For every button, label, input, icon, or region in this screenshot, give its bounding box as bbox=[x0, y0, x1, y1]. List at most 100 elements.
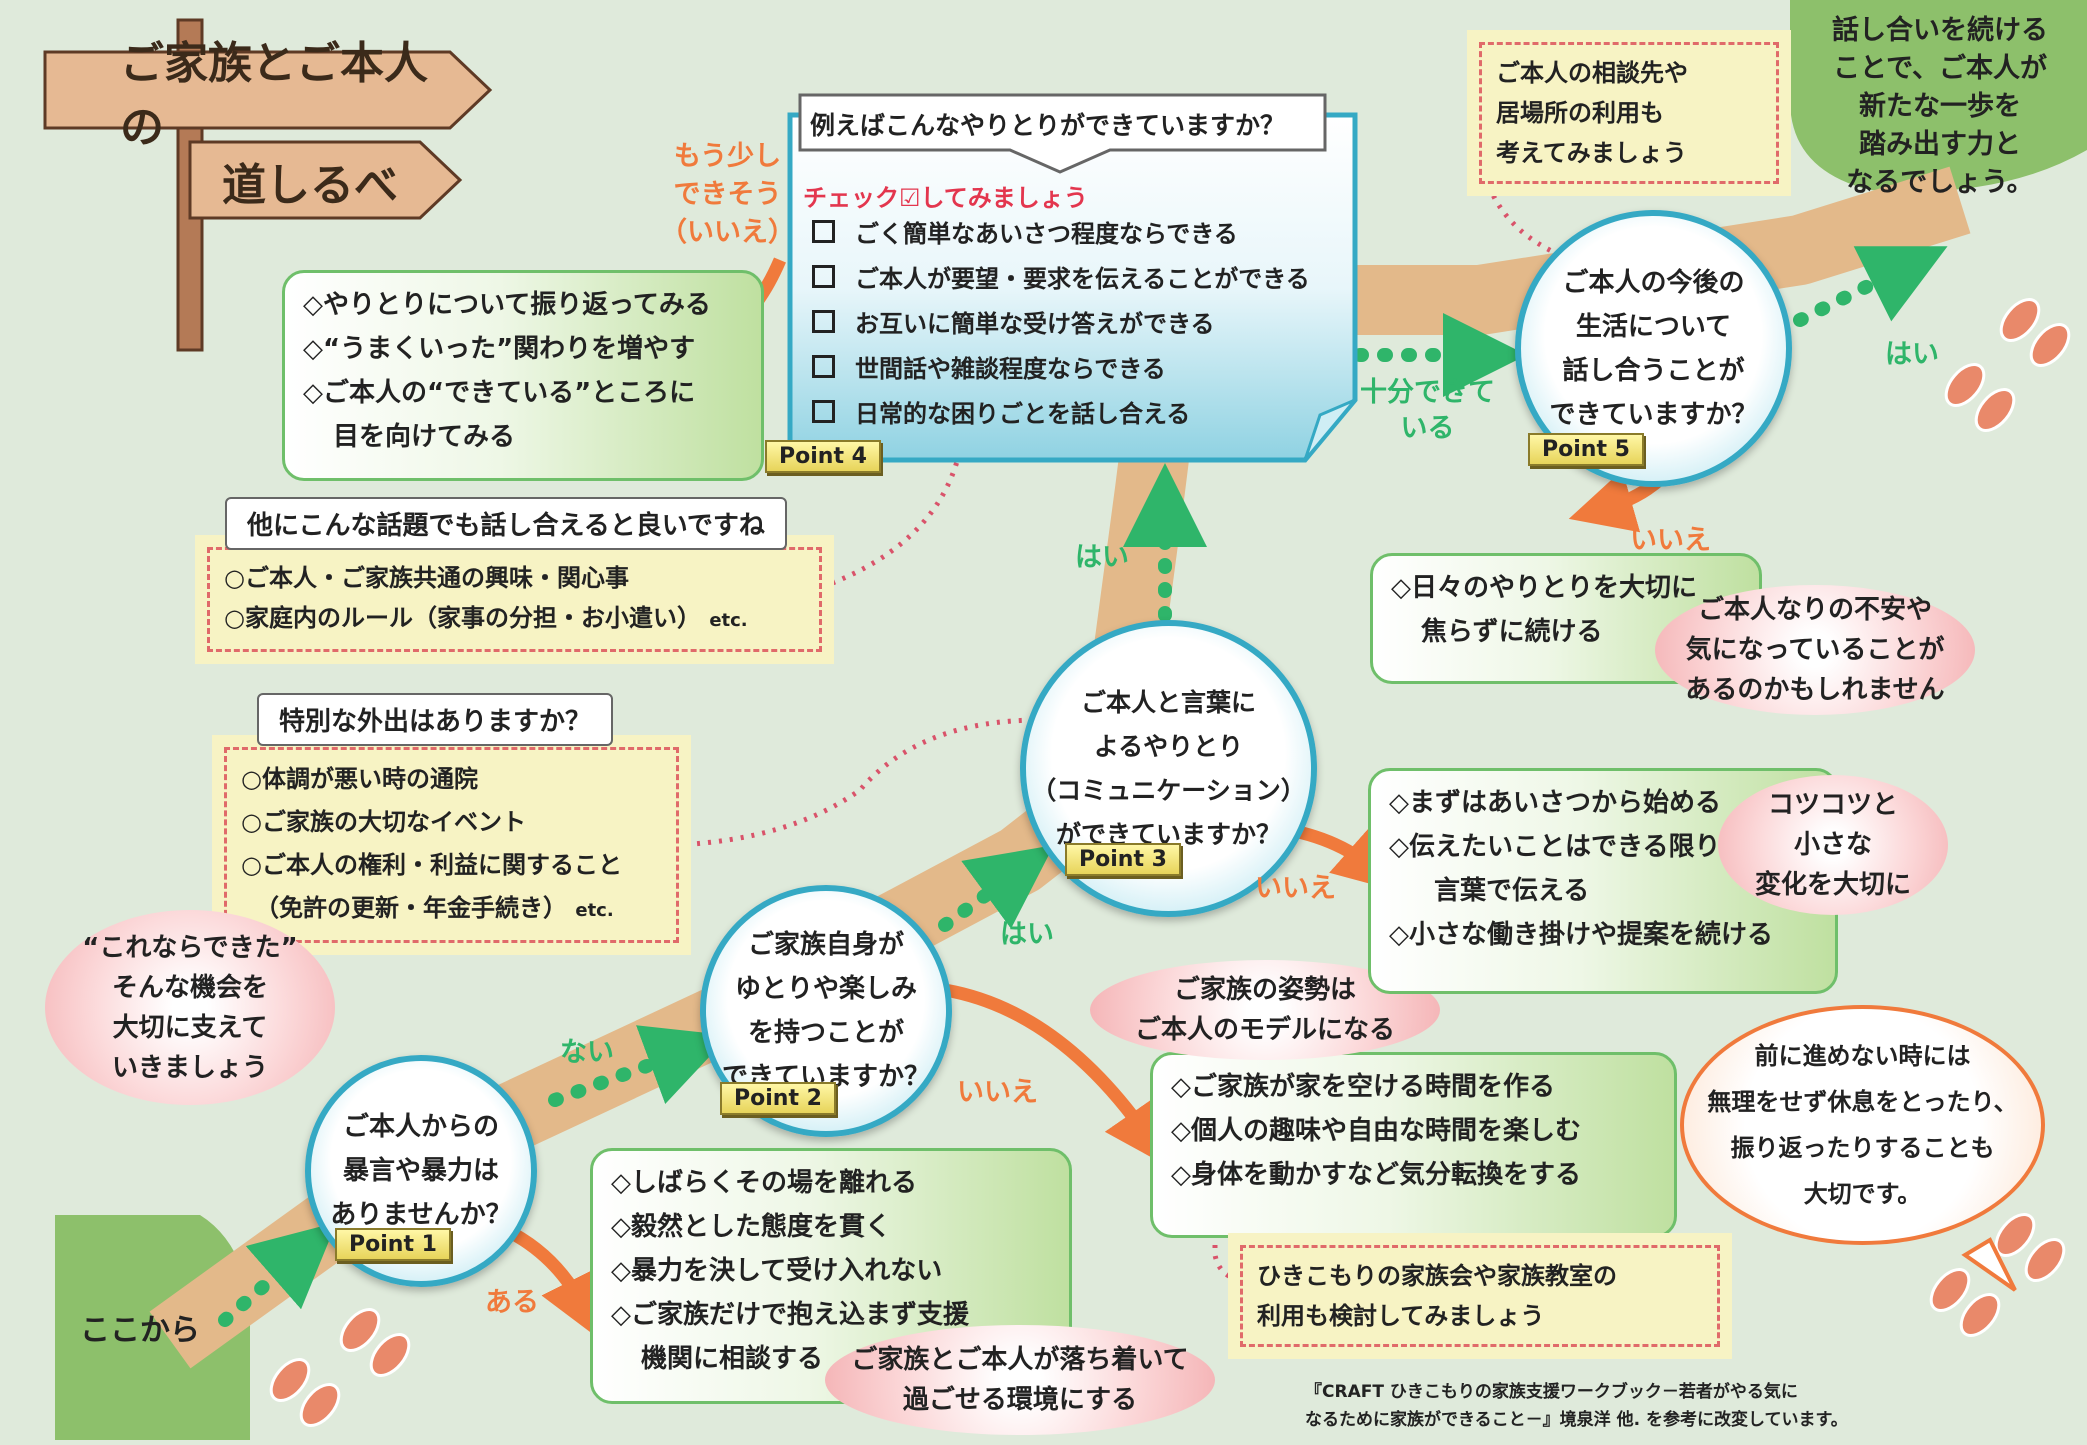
bubble-line: 大切です。 bbox=[1803, 1180, 1922, 1208]
checklist-item[interactable]: 日常的な困りごとを話し合える bbox=[812, 392, 1310, 437]
tip-line: ご本人なりの不安や bbox=[1697, 595, 1932, 625]
note-line: 考えてみましょう bbox=[1496, 139, 1687, 167]
arrow-hai-2 bbox=[938, 845, 1054, 932]
topic-etc: etc. bbox=[709, 610, 748, 631]
label-more-line: （いいえ） bbox=[660, 217, 795, 248]
outings-box: ○体調が悪い時の通院 ○ご家族の大切なイベント ○ご本人の権利・利益に関すること… bbox=[212, 735, 691, 955]
outing-item: （免許の更新・年金手続き） etc. bbox=[241, 887, 662, 932]
grass-top-right bbox=[1790, 0, 2087, 192]
checklist-question: 例えばこんなやりとりができていますか？ bbox=[810, 111, 1286, 140]
checklist-item[interactable]: ご本人が要望・要求を伝えることができる bbox=[812, 257, 1310, 302]
advice-item: ◇身体を動かすなど気分転換をする bbox=[1171, 1160, 1581, 1190]
label-enough: 十分できて いる bbox=[1360, 375, 1495, 447]
node5-line: 生活について bbox=[1575, 311, 1732, 342]
label-more-line: できそう bbox=[673, 179, 782, 210]
outing-item: ○ご家族の大切なイベント bbox=[241, 808, 526, 836]
citation-line: なるために家族ができること－』境泉洋 他. を参考に改変しています。 bbox=[1305, 1410, 1848, 1430]
advice-item: ◇暴力を決して受け入れない bbox=[611, 1256, 943, 1286]
checklist-item-label: ご本人が要望・要求を伝えることができる bbox=[855, 265, 1310, 293]
node-point5: ご本人の今後の 生活について 話し合うことが できていますか？ bbox=[1515, 210, 1792, 487]
message-line: 踏み出す力と bbox=[1859, 129, 2021, 160]
label-hai-2: はい bbox=[1000, 919, 1054, 950]
node2-line: ご家族自身が bbox=[747, 930, 904, 960]
tip-line: いきましょう bbox=[111, 1052, 268, 1083]
outings-header: 特別な外出はありますか？ bbox=[257, 693, 614, 746]
tip-point1: ご家族とご本人が落ち着いて 過ごせる環境にする bbox=[825, 1325, 1215, 1435]
checkbox-icon[interactable] bbox=[812, 265, 835, 288]
checklist-item[interactable]: お互いに簡単な受け答えができる bbox=[812, 302, 1310, 347]
node5-line: ご本人の今後の bbox=[1562, 267, 1745, 298]
node1-line: ありませんか？ bbox=[330, 1200, 512, 1230]
note-point5: ご本人の相談先や 居場所の利用も 考えてみましょう bbox=[1467, 30, 1791, 196]
question-banner bbox=[798, 93, 1327, 174]
checklist-paper-fold bbox=[1303, 398, 1357, 461]
topics-header: 他にこんな話題でも話し合えると良いですね bbox=[225, 497, 787, 550]
checklist-item-label: お互いに簡単な受け答えができる bbox=[855, 310, 1215, 338]
bubble-line: 振り返ったりすることも bbox=[1730, 1134, 1995, 1162]
outing-item: ○ご本人の権利・利益に関すること bbox=[241, 851, 622, 879]
message-line: なるでしょう。 bbox=[1846, 167, 2034, 198]
checkbox-icon[interactable] bbox=[812, 355, 835, 378]
checklist-item[interactable]: 世間話や雑談程度ならできる bbox=[812, 347, 1310, 392]
node1-line: ご本人からの bbox=[342, 1112, 499, 1142]
tip-line: ご家族の姿勢は bbox=[1173, 975, 1356, 1005]
checkbox-icon[interactable] bbox=[812, 400, 835, 423]
bubble-line: 無理をせず休息をとったり、 bbox=[1707, 1088, 2018, 1116]
node1-line: 暴言や暴力は bbox=[342, 1156, 499, 1186]
node3-line: （コミュニケーション） bbox=[1031, 775, 1306, 805]
citation: 『CRAFT ひきこもりの家族支援ワークブック－若者がやる気に なるために家族が… bbox=[1305, 1378, 1848, 1434]
point1-badge: Point 1 bbox=[335, 1228, 451, 1261]
message-topright: 話し合いを続ける ことで、ご本人が 新たな一歩を 踏み出す力と なるでしょう。 bbox=[1805, 12, 2075, 202]
tip-line: ご本人のモデルになる bbox=[1134, 1015, 1395, 1045]
topic-item: ○家庭内のルール（家事の分担・お小遣い） etc. bbox=[224, 598, 805, 641]
tip-point5: ご本人なりの不安や 気になっていることが あるのかもしれません bbox=[1655, 585, 1975, 715]
arrow-start bbox=[218, 1222, 337, 1327]
outing-item-text: （免許の更新・年金手続き） bbox=[255, 894, 567, 922]
label-nai: ない bbox=[560, 1037, 614, 1068]
title-line-1: ご家族とご本人の bbox=[120, 38, 428, 153]
tip-line: コツコツと bbox=[1767, 790, 1898, 820]
checklist-item[interactable]: ごく簡単なあいさつ程度ならできる bbox=[812, 212, 1310, 257]
point3-badge: Point 3 bbox=[1065, 843, 1181, 876]
message-line: 新たな一歩を bbox=[1859, 91, 2021, 122]
topic-item-text: ○家庭内のルール（家事の分担・お小遣い） bbox=[224, 604, 701, 632]
node2-line: ゆとりや楽しみ bbox=[734, 974, 917, 1004]
arrow-nai bbox=[548, 1025, 730, 1107]
note-line: ひきこもりの家族会や家族教室の bbox=[1257, 1262, 1617, 1290]
footprints bbox=[269, 298, 2071, 1427]
topic-item: ○ご本人・ご家族共通の興味・関心事 bbox=[224, 564, 629, 592]
tip-line: そんな機会を bbox=[111, 972, 268, 1003]
node2-line: を持つことが bbox=[747, 1018, 904, 1048]
label-enough-line: 十分できて bbox=[1360, 377, 1495, 408]
advice-item: ◇個人の趣味や自由な時間を楽しむ bbox=[1171, 1116, 1581, 1146]
advice-item: 言葉で伝える bbox=[1434, 876, 1590, 906]
bubble-tail bbox=[1961, 1237, 2017, 1292]
outing-item: ○体調が悪い時の通院 bbox=[241, 765, 478, 793]
advice-item: 焦らずに続ける bbox=[1421, 617, 1603, 647]
note-point2: ひきこもりの家族会や家族教室の 利用も検討してみましょう bbox=[1228, 1233, 1732, 1359]
advice-item: ◇日々のやりとりを大切に bbox=[1391, 573, 1697, 603]
tip-line: 変化を大切に bbox=[1754, 870, 1911, 900]
label-iie-2: いいえ bbox=[957, 1077, 1038, 1108]
sign-board-2 bbox=[188, 140, 463, 220]
checklist-item-label: 世間話や雑談程度ならできる bbox=[855, 355, 1166, 383]
note-line: 居場所の利用も bbox=[1496, 99, 1664, 127]
outing-etc: etc. bbox=[575, 900, 614, 921]
note-line: ご本人の相談先や bbox=[1496, 59, 1688, 87]
checkbox-icon[interactable] bbox=[812, 220, 835, 243]
point2-badge: Point 2 bbox=[720, 1082, 836, 1115]
checkbox-icon[interactable] bbox=[812, 310, 835, 333]
advice-item: ◇“うまくいった”関わりを増やす bbox=[303, 334, 696, 364]
arrow-iie-2 bbox=[943, 983, 1169, 1167]
label-more-line: もう少し bbox=[673, 141, 782, 172]
tip-line: ご家族とご本人が落ち着いて bbox=[851, 1345, 1189, 1375]
tip-left: “これならできた” そんな機会を 大切に支えて いきましょう bbox=[45, 910, 335, 1105]
node3-line: よるやりとり bbox=[1093, 731, 1244, 761]
advice-item: ◇毅然とした態度を貫く bbox=[611, 1212, 891, 1242]
tip-line: あるのかもしれません bbox=[1685, 675, 1945, 705]
advice-item: ◇ご家族だけで抱え込まず支援 bbox=[611, 1300, 969, 1330]
checklist-item-label: 日常的な困りごとを話し合える bbox=[855, 400, 1191, 428]
advice-item: ◇伝えたいことはできる限り bbox=[1389, 832, 1721, 862]
bubble-right: 前に進めない時には 無理をせず休息をとったり、 振り返ったりすることも 大切です… bbox=[1680, 1005, 2045, 1245]
